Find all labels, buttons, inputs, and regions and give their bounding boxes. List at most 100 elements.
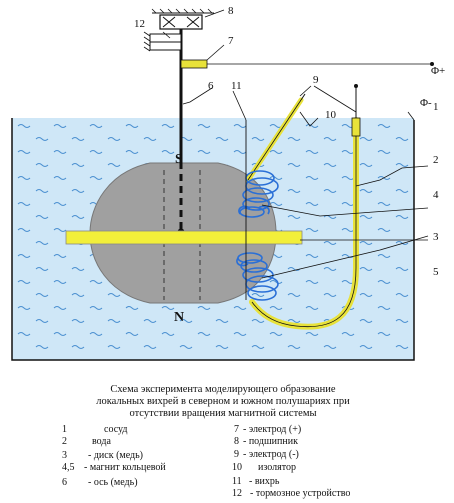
- water-wave: [305, 228, 319, 232]
- water-wave: [377, 124, 391, 128]
- water-wave: [35, 267, 49, 271]
- water-wave: [269, 176, 283, 180]
- legend-item-num: 7: [234, 424, 239, 435]
- water-wave: [395, 189, 409, 193]
- legend-item-text: - диск (медь): [88, 450, 143, 461]
- water-wave: [359, 189, 373, 193]
- water-wave: [125, 124, 139, 128]
- water-wave: [287, 293, 301, 297]
- water-wave: [359, 319, 373, 323]
- water-wave: [305, 202, 319, 206]
- water-wave: [359, 137, 373, 141]
- water-wave: [269, 150, 283, 154]
- terminal-plus: [430, 62, 434, 66]
- water-wave: [89, 176, 103, 180]
- water-wave: [287, 267, 301, 271]
- water-wave: [35, 319, 49, 323]
- legend-left: 1 сосуд 2 вода 3 - диск (медь) 4,5 - маг…: [62, 424, 166, 488]
- water-wave: [89, 280, 103, 284]
- water-wave: [395, 163, 409, 167]
- legend-item-num: 9: [234, 449, 239, 460]
- legend-item-text: изолятор: [258, 462, 296, 473]
- label-5: 5: [433, 266, 439, 278]
- water-wave: [287, 189, 301, 193]
- water-wave: [305, 306, 319, 310]
- water-wave: [17, 202, 31, 206]
- water-wave: [107, 319, 121, 323]
- water-wave: [359, 345, 373, 349]
- legend-item-text: - ось (медь): [88, 477, 138, 488]
- label-9: 9: [313, 74, 319, 86]
- water-wave: [89, 306, 103, 310]
- water-wave: [323, 241, 337, 245]
- water-wave: [377, 332, 391, 336]
- legend-item-num: 4,5: [62, 462, 75, 473]
- water-wave: [125, 332, 139, 336]
- water-wave: [341, 332, 355, 336]
- water-wave: [287, 215, 301, 219]
- water-wave: [359, 163, 373, 167]
- water-wave: [377, 280, 391, 284]
- water-wave: [71, 293, 85, 297]
- water-wave: [107, 163, 121, 167]
- label-10: 10: [325, 109, 337, 121]
- water-wave: [377, 202, 391, 206]
- water-wave: [359, 267, 373, 271]
- water-wave: [161, 332, 175, 336]
- water-wave: [35, 241, 49, 245]
- water-wave: [53, 150, 67, 154]
- water-wave: [323, 293, 337, 297]
- wire-minus-left: [300, 93, 306, 101]
- water-wave: [233, 150, 247, 154]
- brake-hatch: [143, 31, 151, 52]
- legend-item-num: 8: [234, 436, 239, 447]
- water-wave: [125, 150, 139, 154]
- label-11: 11: [231, 80, 242, 92]
- water-wave: [143, 345, 157, 349]
- water-wave: [107, 293, 121, 297]
- water-wave: [341, 254, 355, 258]
- water-wave: [341, 176, 355, 180]
- caption-line-2: локальных вихрей в северном и южном полу…: [96, 396, 350, 407]
- water-wave: [89, 124, 103, 128]
- water-wave: [215, 137, 229, 141]
- water-wave: [287, 137, 301, 141]
- water-wave: [53, 124, 67, 128]
- water-wave: [359, 241, 373, 245]
- water-wave: [305, 254, 319, 258]
- water-wave: [215, 319, 229, 323]
- water-wave: [17, 306, 31, 310]
- water-wave: [269, 306, 283, 310]
- water-wave: [107, 345, 121, 349]
- water-wave: [161, 150, 175, 154]
- bearing-hatch-marks: [151, 8, 213, 14]
- water-wave: [179, 319, 193, 323]
- water-wave: [269, 332, 283, 336]
- water-wave: [377, 306, 391, 310]
- legend-item-num: 6: [62, 477, 67, 488]
- water-wave: [251, 345, 265, 349]
- water-wave: [179, 345, 193, 349]
- legend-item-num: 1: [62, 424, 67, 435]
- label-8: 8: [228, 5, 234, 17]
- water-wave: [251, 137, 265, 141]
- leader-lines: [162, 9, 429, 279]
- legend-right: 7 - электрод (+) 8 - подшипник 9 - элект…: [232, 424, 350, 499]
- water-wave: [89, 332, 103, 336]
- legend-item-text: - вихрь: [249, 476, 280, 487]
- water-wave: [341, 202, 355, 206]
- pole-north: N: [174, 310, 184, 325]
- water-wave: [359, 215, 373, 219]
- water-wave: [233, 124, 247, 128]
- water-wave: [233, 306, 247, 310]
- water-wave: [143, 137, 157, 141]
- water-wave: [323, 189, 337, 193]
- electrode-plus: [180, 59, 208, 69]
- water-wave: [17, 176, 31, 180]
- water-wave: [143, 319, 157, 323]
- electrode-minus-j-outline: [251, 120, 357, 328]
- water-wave: [215, 345, 229, 349]
- bearing-cross-1b: [162, 16, 176, 28]
- water-wave: [53, 228, 67, 232]
